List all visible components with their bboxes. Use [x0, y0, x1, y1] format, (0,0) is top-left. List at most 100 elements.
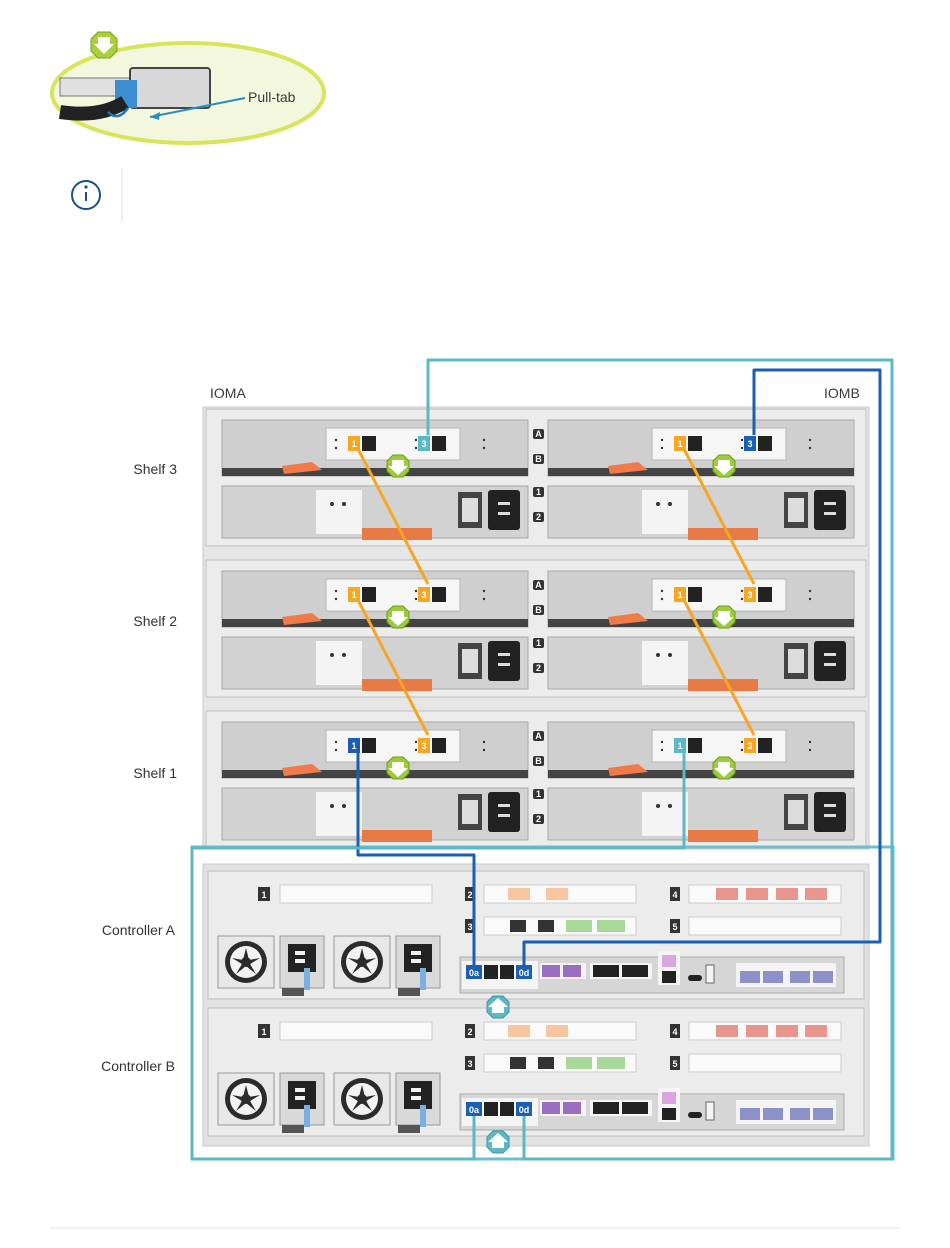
controller-a: 123450a0d	[208, 871, 864, 999]
slot-2-port[interactable]	[508, 1025, 530, 1037]
status-led	[335, 749, 337, 751]
controller-latch[interactable]	[706, 965, 714, 983]
port-0b[interactable]	[484, 1102, 498, 1116]
sas-port-1-label: 1	[677, 590, 682, 600]
slot-4-port[interactable]	[746, 1025, 768, 1037]
slot-3-port[interactable]	[510, 1057, 526, 1069]
slot-5-blank	[689, 1054, 841, 1072]
psu-led-panel	[642, 641, 688, 685]
controller-latch[interactable]	[706, 1102, 714, 1120]
port-0c[interactable]	[500, 1102, 514, 1116]
onboard-port[interactable]	[622, 1102, 648, 1114]
status-led	[335, 439, 337, 441]
sas-port-3-label: 3	[421, 741, 426, 751]
onboard-port[interactable]	[563, 1102, 581, 1114]
port-0b[interactable]	[484, 965, 498, 979]
slot-3-port[interactable]	[538, 1057, 554, 1069]
psu-led	[668, 653, 672, 657]
onboard-port[interactable]	[563, 965, 581, 977]
psu-led	[342, 653, 346, 657]
onboard-port[interactable]	[763, 971, 783, 983]
controller-b-label: Controller B	[101, 1058, 175, 1074]
power-switch-rocker[interactable]	[462, 498, 478, 522]
slot-3-port[interactable]	[597, 920, 625, 932]
slot-indicator-label: 1	[536, 789, 541, 799]
onboard-port[interactable]	[622, 965, 648, 977]
slot-3-port[interactable]	[566, 1057, 592, 1069]
onboard-port[interactable]	[542, 1102, 560, 1114]
slot-2-port[interactable]	[546, 1025, 568, 1037]
shelf-1: 1313AB12	[206, 711, 866, 848]
slot-4-port[interactable]	[805, 1025, 827, 1037]
port-0a-label: 0a	[469, 1105, 480, 1115]
slot-3-port[interactable]	[566, 920, 592, 932]
status-led	[809, 590, 811, 592]
sas-port-2[interactable]	[362, 587, 376, 602]
onboard-port[interactable]	[813, 971, 833, 983]
onboard-port[interactable]	[740, 1108, 760, 1120]
slot-4-port[interactable]	[805, 888, 827, 900]
slot-4-label: 4	[672, 1027, 677, 1037]
status-led	[483, 590, 485, 592]
power-switch-rocker[interactable]	[462, 800, 478, 824]
sas-port-4[interactable]	[758, 587, 772, 602]
status-led	[661, 741, 663, 743]
status-led	[483, 598, 485, 600]
mgmt-port[interactable]	[662, 1108, 676, 1120]
console-port[interactable]	[662, 955, 676, 967]
sas-port-2[interactable]	[688, 587, 702, 602]
psu-led	[668, 804, 672, 808]
sas-port-4[interactable]	[758, 738, 772, 753]
power-switch-rocker[interactable]	[788, 800, 804, 824]
slot-4-port[interactable]	[716, 1025, 738, 1037]
onboard-port[interactable]	[790, 1108, 810, 1120]
slot-4-port[interactable]	[716, 888, 738, 900]
usb-port[interactable]	[688, 1112, 702, 1118]
slot-2-label: 2	[467, 1027, 472, 1037]
shelf-2-label: Shelf 2	[133, 613, 177, 629]
sas-port-2[interactable]	[362, 738, 376, 753]
power-inlet-pin	[824, 512, 836, 515]
slot-3-port[interactable]	[538, 920, 554, 932]
sas-port-4[interactable]	[758, 436, 772, 451]
usb-port[interactable]	[688, 975, 702, 981]
slot-2-port[interactable]	[546, 888, 568, 900]
status-led	[415, 590, 417, 592]
slot-1-label: 1	[261, 1027, 266, 1037]
onboard-port[interactable]	[790, 971, 810, 983]
power-switch-rocker[interactable]	[462, 649, 478, 673]
slot-3-port[interactable]	[597, 1057, 625, 1069]
psu-led	[330, 804, 334, 808]
sas-port-4[interactable]	[432, 587, 446, 602]
onboard-port[interactable]	[593, 1102, 619, 1114]
slot-2-port[interactable]	[508, 888, 530, 900]
port-0d-label: 0d	[519, 1105, 530, 1115]
sas-port-2[interactable]	[362, 436, 376, 451]
status-led	[415, 439, 417, 441]
sas-port-2[interactable]	[688, 436, 702, 451]
onboard-port[interactable]	[542, 965, 560, 977]
onboard-port[interactable]	[593, 965, 619, 977]
slot-4-port[interactable]	[776, 888, 798, 900]
slot-4-port[interactable]	[776, 1025, 798, 1037]
sas-port-4[interactable]	[432, 436, 446, 451]
onboard-port[interactable]	[813, 1108, 833, 1120]
slot-4-port[interactable]	[746, 888, 768, 900]
port-0c[interactable]	[500, 965, 514, 979]
slot-3-port[interactable]	[510, 920, 526, 932]
sas-port-4[interactable]	[432, 738, 446, 753]
status-led	[809, 447, 811, 449]
sas-port-3-label: 3	[421, 590, 426, 600]
power-inlet-pin	[824, 653, 836, 656]
console-port[interactable]	[662, 1092, 676, 1104]
sas-port-2[interactable]	[688, 738, 702, 753]
status-led	[415, 749, 417, 751]
mgmt-port[interactable]	[662, 971, 676, 983]
onboard-port[interactable]	[763, 1108, 783, 1120]
psu-handle	[688, 830, 758, 842]
iom-rail	[548, 468, 854, 476]
power-switch-rocker[interactable]	[788, 498, 804, 522]
onboard-port[interactable]	[740, 971, 760, 983]
shelf-3: 1313AB12	[206, 409, 866, 546]
power-switch-rocker[interactable]	[788, 649, 804, 673]
